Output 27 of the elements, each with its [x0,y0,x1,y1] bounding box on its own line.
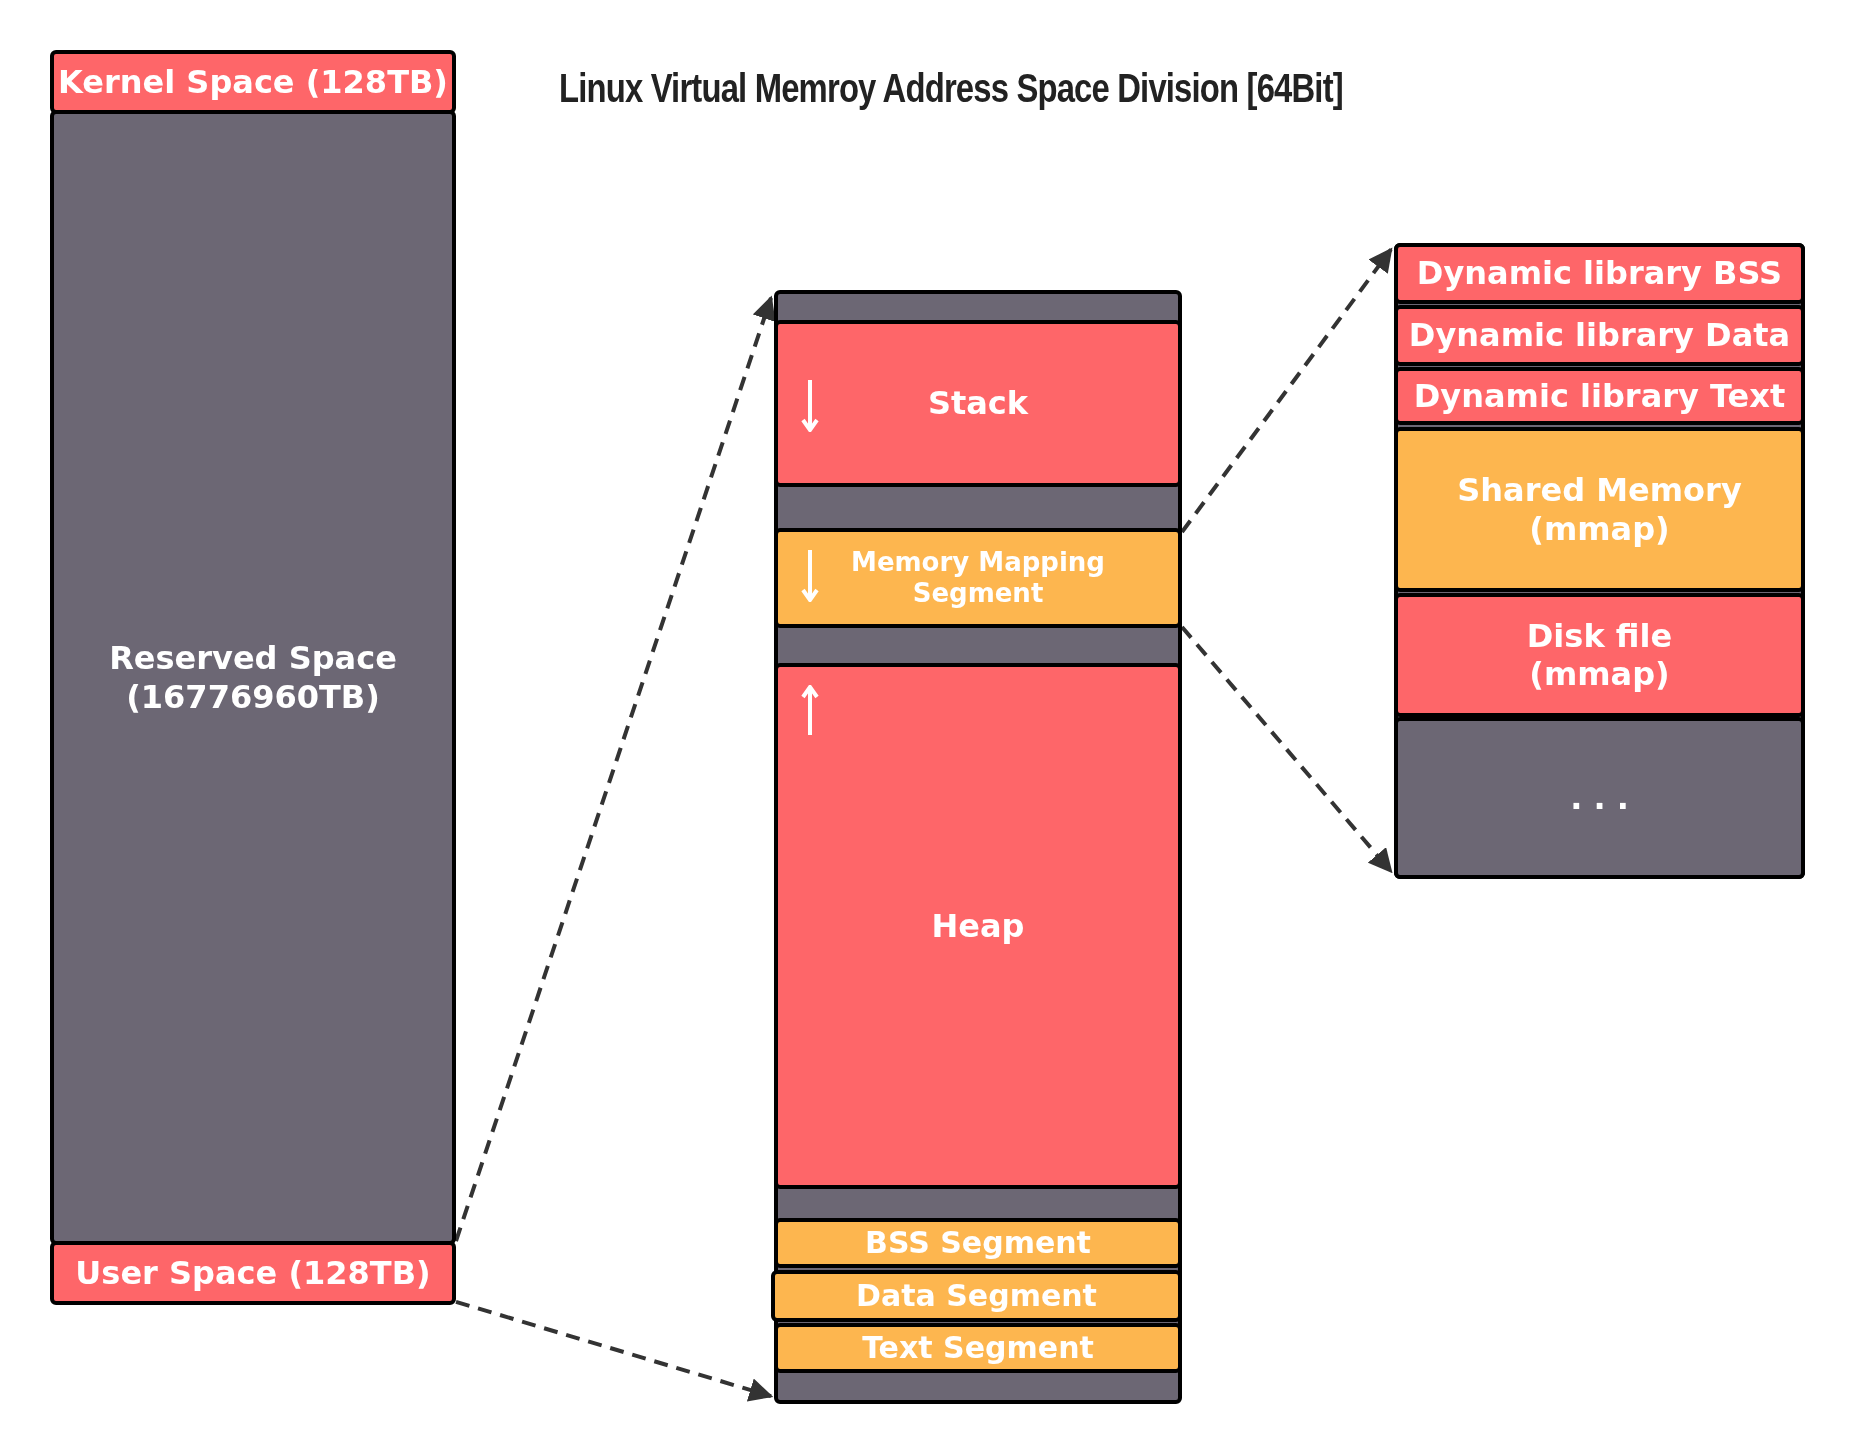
memory-region [50,110,456,1245]
dashed-arrow [1180,247,1393,534]
memory-column [774,290,1182,1404]
segment-label: Memory Mapping Segment [850,546,1106,610]
diagram-title: Linux Virtual Memroy Address Space Division [64Bit] [559,66,1343,111]
memory-segment [1394,243,1805,304]
segment-label: BSS Segment [865,1225,1091,1261]
segment-label: Dynamic library BSS [1416,254,1783,293]
segment-label: User Space (128TB) [75,1253,431,1293]
dashed-arrow [1180,625,1393,874]
dashed-arrow [455,1299,774,1402]
memory-region [50,50,456,114]
segment-label: Shared Memory (mmap) [1456,471,1743,548]
dashed-arrow [454,295,776,1242]
segment-label: Stack [927,384,1029,423]
segment-label: Dynamic library Text [1413,376,1786,416]
segment-label: Data Segment [856,1278,1097,1314]
segment-label: Kernel Space (128TB) [58,62,448,102]
segment-label: Dynamic library Data [1408,316,1791,355]
memory-region [50,1241,456,1305]
segment-label: . . . [1570,778,1629,818]
segment-label: Disk file (mmap) [1525,616,1674,694]
segment-label: Heap [931,906,1025,946]
memory-segment [1394,717,1805,879]
segment-label: Reserved Space (16776960TB) [108,639,398,716]
segment-label: Text Segment [862,1330,1094,1366]
memory-column [1394,243,1805,879]
